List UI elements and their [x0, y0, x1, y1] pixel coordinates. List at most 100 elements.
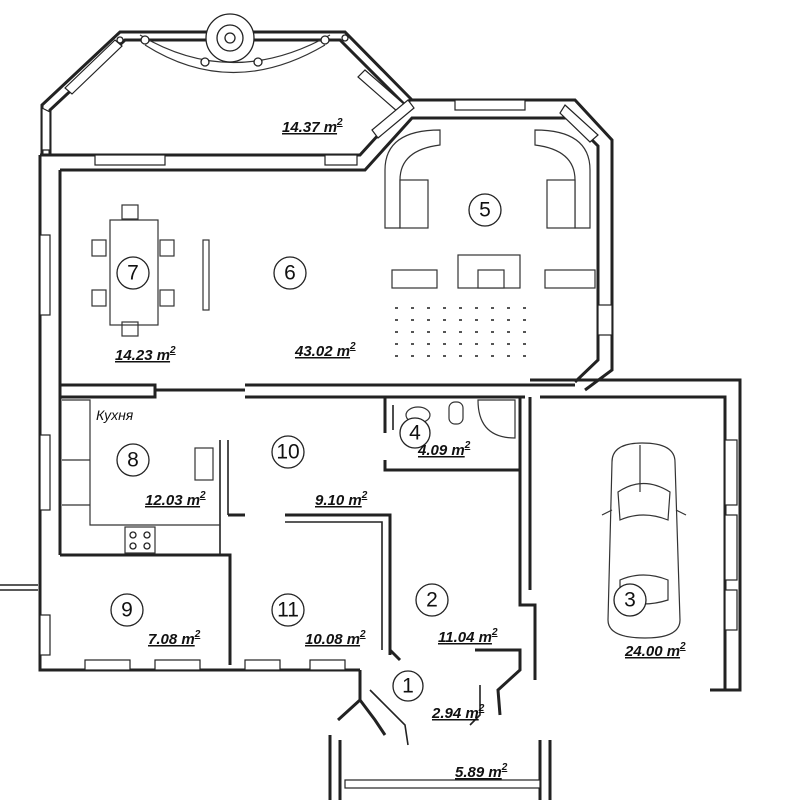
svg-text:1: 1 — [402, 675, 414, 698]
stair-dot — [491, 331, 494, 333]
stair-dot — [507, 319, 510, 321]
area-label-9: 7.08 m2 — [148, 629, 201, 648]
room-marker-11: 11 — [271, 593, 305, 627]
area-label-3: 24.00 m2 — [624, 641, 686, 660]
stair-dots — [395, 307, 526, 357]
stair-dot — [395, 331, 398, 333]
stair-dot — [491, 355, 494, 357]
stair-dot — [507, 355, 510, 357]
stair-dot — [459, 343, 462, 345]
room-marker-6: 6 — [273, 256, 307, 290]
stair-dot — [411, 331, 414, 333]
cabinet-icon — [391, 269, 438, 289]
window-kitchen-left — [39, 434, 51, 511]
stair-dot — [443, 343, 446, 345]
stair-dot — [427, 319, 430, 321]
counter-icon — [62, 399, 220, 526]
stair-dot — [507, 343, 510, 345]
stair-dot — [427, 343, 430, 345]
chair-icon — [121, 321, 139, 337]
svg-text:3: 3 — [624, 589, 636, 612]
stove-icon — [124, 526, 156, 554]
window-porch — [344, 779, 541, 789]
window-room11-bottom-2 — [309, 659, 346, 671]
window-top-1 — [94, 154, 166, 166]
svg-text:8: 8 — [127, 449, 139, 472]
stair-dot — [475, 307, 478, 309]
stair-dot — [459, 355, 462, 357]
room-marker-4: 4 — [399, 417, 431, 449]
svg-text:10: 10 — [276, 441, 299, 464]
stair-dot — [491, 343, 494, 345]
stair-dot — [395, 319, 398, 321]
area-label-6: 43.02 m2 — [294, 341, 356, 360]
stair-dot — [427, 307, 430, 309]
stair-dot — [443, 319, 446, 321]
sofa-left-icon — [384, 129, 441, 229]
room-marker-3: 3 — [613, 583, 647, 617]
stair-dot — [459, 307, 462, 309]
area-label-4: 4.09 m2 — [417, 440, 471, 459]
stair-dot — [459, 331, 462, 333]
fountain-feature — [116, 13, 349, 73]
window-salon-right — [597, 304, 613, 336]
stair-dot — [475, 331, 478, 333]
stair-dot — [523, 307, 526, 309]
window-room11-bottom-1 — [244, 659, 281, 671]
stair-dot — [427, 331, 430, 333]
area-label-8: 12.03 m2 — [145, 490, 206, 509]
salon-furniture — [384, 129, 596, 289]
area-label-terrace: 14.37 m2 — [282, 117, 343, 136]
toilet-icon — [448, 401, 464, 425]
stair-dot — [523, 343, 526, 345]
window-garage-3 — [724, 589, 738, 631]
window-salon-diag-left — [371, 99, 415, 139]
stair-dot — [491, 307, 494, 309]
room-markers: 1 2 3 4 5 6 7 8 — [110, 193, 647, 702]
stair-dot — [507, 331, 510, 333]
area-label-2: 11.04 m2 — [438, 627, 498, 646]
stair-dot — [427, 355, 430, 357]
svg-text:9: 9 — [121, 599, 133, 622]
cabinet-right-icon — [544, 269, 596, 289]
area-label-10: 9.10 m2 — [315, 490, 368, 509]
area-labels: 14.37 m2 14.23 m2 43.02 m2 4.09 m2 12.03… — [115, 117, 686, 781]
chair-icon — [159, 289, 175, 307]
room-marker-2: 2 — [415, 583, 449, 617]
window-garage-2 — [724, 514, 738, 581]
window-room9-bottom-2 — [154, 659, 201, 671]
svg-text:5: 5 — [479, 199, 491, 222]
svg-text:6: 6 — [284, 262, 296, 285]
stair-dot — [395, 343, 398, 345]
kitchen-furniture — [62, 399, 220, 554]
stair-dot — [475, 355, 478, 357]
svg-text:7: 7 — [127, 262, 139, 285]
stair-dot — [475, 319, 478, 321]
stair-dot — [475, 343, 478, 345]
svg-text:11: 11 — [277, 599, 299, 622]
window-room9-bottom-1 — [84, 659, 131, 671]
kitchen-label: Кухня — [96, 407, 134, 423]
stair-dot — [443, 307, 446, 309]
window-garage-1 — [724, 439, 738, 506]
window-terrace-left — [41, 107, 51, 151]
chair-icon — [159, 239, 175, 257]
svg-text:2: 2 — [426, 589, 438, 612]
room-marker-1: 1 — [392, 670, 424, 702]
stair-dot — [459, 319, 462, 321]
area-label-1: 2.94 m2 — [431, 703, 485, 722]
stair-dot — [443, 331, 446, 333]
window-top-2 — [324, 154, 358, 166]
stair-dot — [411, 307, 414, 309]
sofa-right-icon — [534, 129, 591, 229]
svg-text:4: 4 — [409, 422, 421, 445]
sink-icon — [194, 447, 214, 481]
stair-dot — [395, 307, 398, 309]
room-marker-5: 5 — [468, 193, 502, 227]
stair-dot — [411, 343, 414, 345]
dining-furniture — [91, 204, 210, 337]
shower-icon — [477, 399, 516, 439]
stair-dot — [523, 331, 526, 333]
stair-dot — [491, 319, 494, 321]
